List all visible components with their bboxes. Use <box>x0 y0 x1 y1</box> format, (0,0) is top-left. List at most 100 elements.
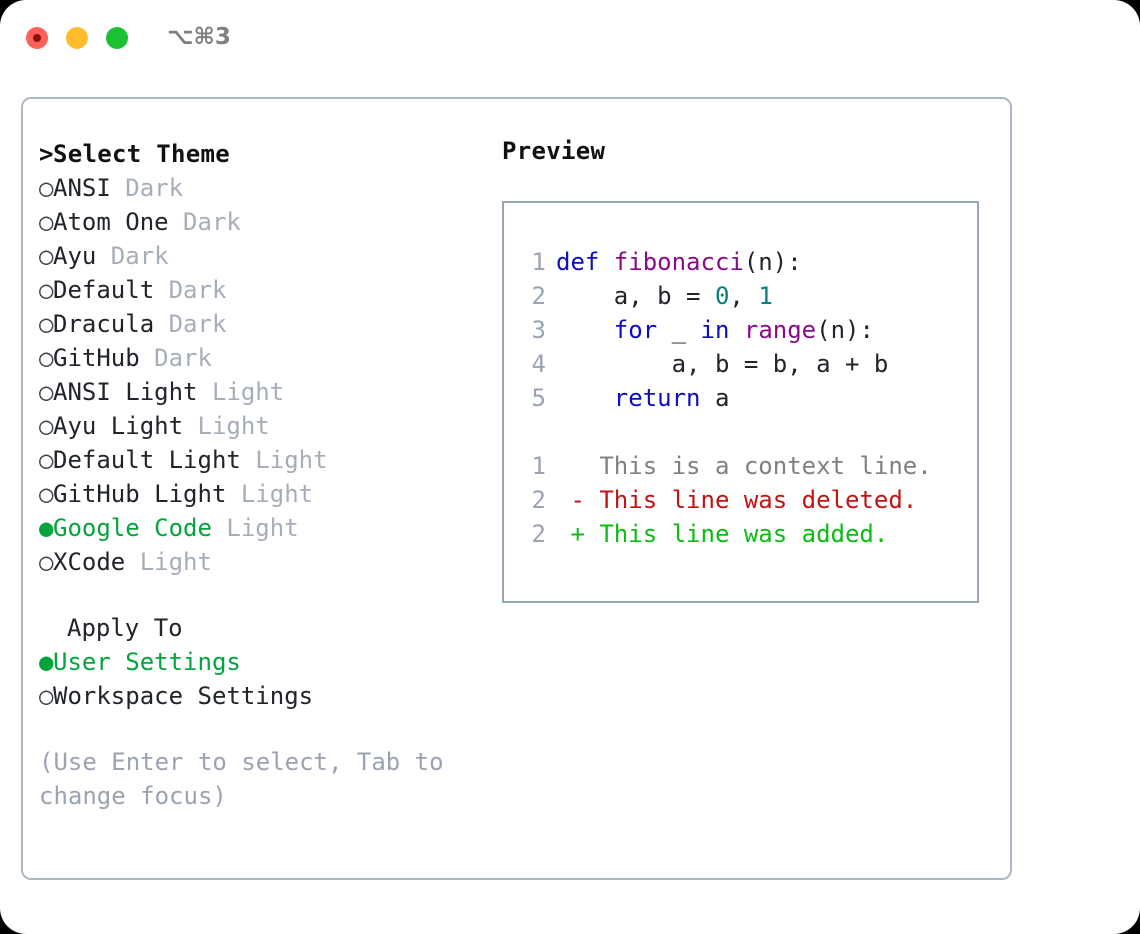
apply-to-list: ●User Settings○Workspace Settings <box>39 645 489 713</box>
theme-list-item[interactable]: ○GitHub Dark <box>39 341 489 375</box>
radio-unselected-icon: ○ <box>39 174 54 202</box>
radio-unselected-icon: ○ <box>39 310 54 338</box>
theme-name: Default Light <box>53 446 241 474</box>
code-token-pl: a, b = b, a + b <box>556 350 889 378</box>
keyboard-hint: (Use Enter to select, Tab to change focu… <box>39 748 459 810</box>
code-token-fn: range <box>743 316 817 344</box>
theme-category-tag: Light <box>226 480 314 508</box>
code-token-pl <box>556 384 614 412</box>
code-line: 4 a, b = b, a + b <box>518 347 977 381</box>
diff-sample: 1 This is a context line.2 - This line w… <box>518 449 977 551</box>
zoom-button[interactable] <box>106 27 128 49</box>
code-token-pl: (n): <box>816 316 874 344</box>
minimize-button[interactable] <box>66 27 88 49</box>
diff-line: 2 + This line was added. <box>518 517 977 551</box>
theme-name: ANSI <box>53 174 111 202</box>
theme-list-item[interactable]: ○Default Light Light <box>39 443 489 477</box>
theme-list-item[interactable]: ○Atom One Dark <box>39 205 489 239</box>
line-number: 5 <box>531 384 546 412</box>
line-number: 3 <box>531 316 546 344</box>
theme-list-item[interactable]: ○XCode Light <box>39 545 489 579</box>
radio-unselected-icon: ○ <box>39 446 54 474</box>
code-token-pl: a, b = <box>556 282 715 310</box>
code-line: 5 return a <box>518 381 977 415</box>
theme-name: GitHub Light <box>53 480 227 508</box>
code-line: 3 for _ in range(n): <box>518 313 977 347</box>
radio-unselected-icon: ○ <box>39 344 54 372</box>
apply-to-header: Apply To <box>67 614 183 642</box>
diff-line: 2 - This line was deleted. <box>518 483 977 517</box>
theme-list-item[interactable]: ○ANSI Light Light <box>39 375 489 409</box>
theme-list-item[interactable]: ○Default Dark <box>39 273 489 307</box>
code-token-pl: _ <box>657 316 701 344</box>
theme-category-tag: Dark <box>154 276 227 304</box>
code-token-pl <box>729 316 743 344</box>
preview-title: Preview <box>502 137 606 165</box>
theme-category-tag: Light <box>240 446 328 474</box>
theme-list-item[interactable]: ○Dracula Dark <box>39 307 489 341</box>
code-token-num: 0 <box>714 282 730 310</box>
radio-unselected-icon: ○ <box>39 208 54 236</box>
theme-list-item[interactable]: ○Ayu Dark <box>39 239 489 273</box>
code-token-pl: , <box>729 282 759 310</box>
theme-list-item[interactable]: ○ANSI Dark <box>39 171 489 205</box>
theme-list-title: Select Theme <box>53 140 230 168</box>
window-controls <box>26 27 128 49</box>
code-diff-spacer <box>518 415 977 449</box>
code-token-kw: def <box>556 248 614 276</box>
main-panel: >Select Theme ○ANSI Dark○Atom One Dark○A… <box>21 97 1012 880</box>
radio-unselected-icon: ○ <box>39 378 54 406</box>
line-number: 4 <box>531 350 546 378</box>
apply-to-label: Workspace Settings <box>53 682 314 710</box>
theme-category-tag: Light <box>183 412 270 440</box>
diff-line-text-add: + This line was added. <box>556 520 889 548</box>
theme-category-tag: Dark <box>154 310 227 338</box>
line-number: 2 <box>531 486 546 514</box>
theme-name: Google Code <box>53 514 212 542</box>
diff-line-text-del: - This line was deleted. <box>556 486 918 514</box>
apply-to-item[interactable]: ●User Settings <box>39 645 489 679</box>
code-line: 2 a, b = 0, 1 <box>518 279 977 313</box>
radio-unselected-icon: ○ <box>39 682 54 710</box>
code-token-kw: return <box>613 384 701 412</box>
diff-line: 1 This is a context line. <box>518 449 977 483</box>
line-number: 1 <box>531 452 546 480</box>
theme-category-tag: Light <box>211 514 299 542</box>
close-button[interactable] <box>26 27 48 49</box>
theme-selector: >Select Theme ○ANSI Dark○Atom One Dark○A… <box>39 137 489 813</box>
theme-list: ○ANSI Dark○Atom One Dark○Ayu Dark○Defaul… <box>39 171 489 579</box>
caret-icon: > <box>39 140 54 168</box>
radio-selected-icon: ● <box>39 648 54 676</box>
radio-unselected-icon: ○ <box>39 548 54 576</box>
theme-name: Atom One <box>53 208 169 236</box>
theme-list-header: >Select Theme <box>39 137 489 171</box>
theme-category-tag: Dark <box>110 174 184 202</box>
theme-name: Dracula <box>53 310 155 338</box>
theme-category-tag: Dark <box>96 242 169 270</box>
apply-to-item[interactable]: ○Workspace Settings <box>39 679 489 713</box>
theme-category-tag: Light <box>125 548 212 576</box>
theme-list-item[interactable]: ○GitHub Light Light <box>39 477 489 511</box>
theme-name: ANSI Light <box>53 378 198 406</box>
theme-name: Default <box>53 276 155 304</box>
diff-line-text-ctx: This is a context line. <box>556 452 932 480</box>
radio-selected-icon: ● <box>39 514 54 542</box>
theme-list-item[interactable]: ○Ayu Light Light <box>39 409 489 443</box>
theme-list-item[interactable]: ●Google Code Light <box>39 511 489 545</box>
code-token-pl: a <box>700 384 730 412</box>
code-token-kw: for <box>613 316 658 344</box>
radio-unselected-icon: ○ <box>39 276 54 304</box>
code-token-pl <box>556 316 614 344</box>
keyboard-shortcut-label: ⌥⌘3 <box>167 24 231 50</box>
code-token-num: 1 <box>758 282 773 310</box>
theme-name: Ayu <box>53 242 97 270</box>
radio-unselected-icon: ○ <box>39 242 54 270</box>
apply-to-section: Apply To ●User Settings○Workspace Settin… <box>39 611 489 713</box>
code-token-fn: fibonacci <box>613 248 744 276</box>
radio-unselected-icon: ○ <box>39 412 54 440</box>
